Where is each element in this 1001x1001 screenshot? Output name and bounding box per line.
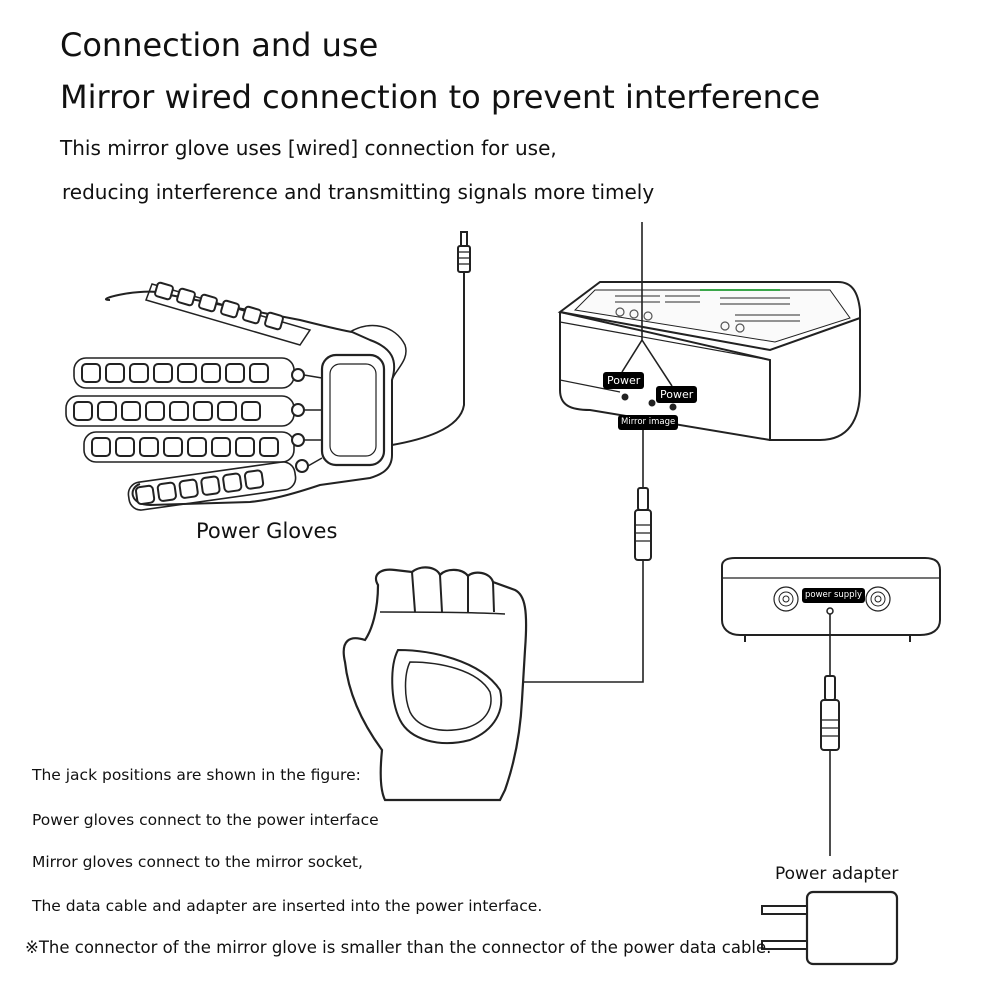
description-line-2: reducing interference and transmitting s… [62,180,655,204]
power-adapter-icon [761,890,899,966]
jack-connector-icon [634,487,652,561]
mirror-cable [522,428,652,683]
page-title: Connection and use [60,26,379,64]
description-line-1: This mirror glove uses [wired] connectio… [60,136,557,160]
note-line: The data cable and adapter are inserted … [32,897,543,915]
connector-size-note: ※The connector of the mirror glove is sm… [25,938,772,957]
adapter-cable [820,614,840,856]
jack-connector-icon [820,675,840,751]
control-box-icon [557,222,861,441]
power-port-tag-right: Power [656,386,698,403]
mirror-glove-icon [342,566,528,802]
note-line: Mirror gloves connect to the mirror sock… [32,853,363,871]
note-line: The jack positions are shown in the figu… [32,766,361,784]
power-gloves-label: Power Gloves [196,519,338,543]
note-line: Power gloves connect to the power interf… [32,811,379,829]
mirror-port-tag: Mirror image [618,415,679,430]
page-subtitle: Mirror wired connection to prevent inter… [60,78,821,116]
power-adapter-label: Power adapter [775,864,899,884]
jack-connector-icon [457,231,471,273]
power-glove-icon [65,231,471,511]
power-port-tag-left: Power [603,372,645,389]
power-supply-port-tag: power supply [802,588,865,603]
finger-actuators [65,281,312,511]
